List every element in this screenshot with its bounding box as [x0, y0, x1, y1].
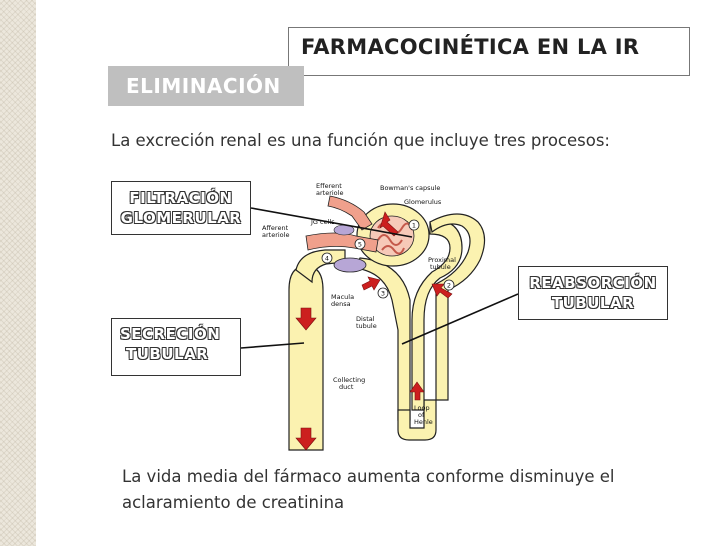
num-4: 4 — [325, 255, 329, 263]
label-loop-3: Henle — [414, 418, 433, 426]
label-macula-2: densa — [331, 300, 351, 308]
bottom-note-line1: La vida media del fármaco aumenta confor… — [122, 464, 718, 490]
reabsorption-line1: REABSORCIÓN — [519, 273, 667, 293]
label-afferent-2: arteriole — [262, 231, 289, 239]
secretion-label: SECRECIÓN TUBULAR — [111, 318, 241, 376]
num-1: 1 — [412, 222, 416, 230]
num-5: 5 — [358, 241, 362, 249]
arrow-distal — [362, 277, 380, 290]
bottom-note: La vida media del fármaco aumenta confor… — [122, 464, 718, 516]
reabsorption-label: REABSORCIÓN TUBULAR — [518, 266, 668, 320]
secretion-line2: TUBULAR — [120, 344, 240, 364]
collecting-duct-shape — [289, 266, 323, 450]
label-efferent-2: arteriole — [316, 189, 343, 197]
label-bowmans-capsule: Bowman's capsule — [380, 184, 440, 192]
filtration-line1: FILTRACIÓN — [112, 188, 250, 208]
num-2: 2 — [447, 282, 451, 290]
efferent-arteriole-shape — [328, 196, 372, 230]
num-3: 3 — [381, 290, 385, 298]
label-collecting-2: duct — [339, 383, 354, 391]
label-proximal-2: tubule — [430, 263, 451, 271]
label-distal-2: tubule — [356, 322, 377, 330]
label-glomerulus: Glomerulus — [404, 198, 442, 206]
reabsorption-line2: TUBULAR — [519, 293, 667, 313]
filtration-label: FILTRACIÓN GLOMERULAR — [111, 181, 251, 235]
macula-densa-shape — [334, 258, 366, 272]
secretion-line1: SECRECIÓN — [120, 324, 240, 344]
filtration-line2: GLOMERULAR — [112, 208, 250, 228]
distal-tubule-shape — [355, 258, 410, 420]
bottom-note-line2: aclaramiento de creatinina — [122, 490, 718, 516]
